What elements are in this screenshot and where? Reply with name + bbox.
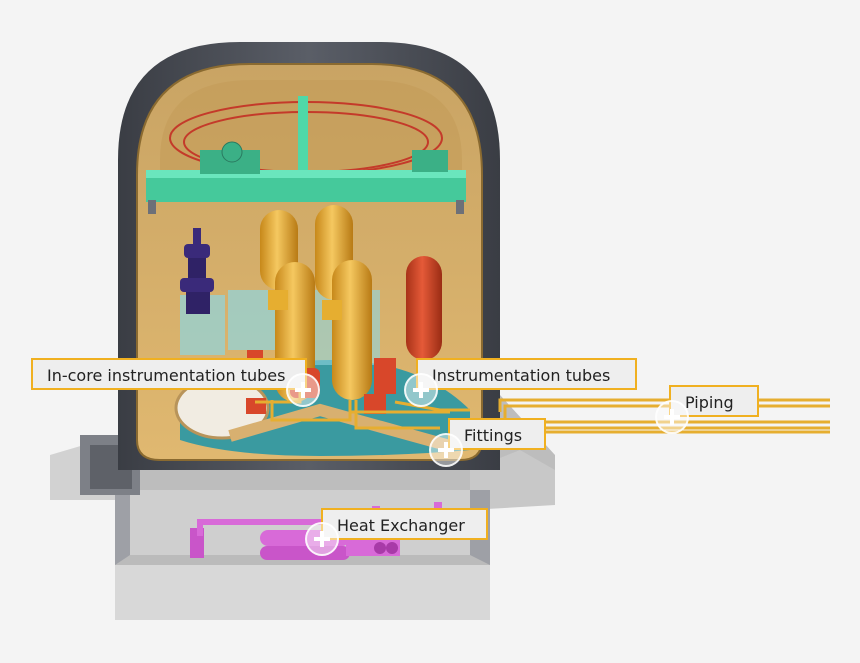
callout-instrumentation-tubes[interactable]: Instrumentation tubes <box>416 358 637 390</box>
callout-in-core-instrumentation-tubes[interactable]: In-core instrumentation tubes <box>31 358 307 390</box>
coolant-pump <box>180 228 214 314</box>
plus-icon[interactable] <box>655 400 689 434</box>
callout-heat-exchanger[interactable]: Heat Exchanger <box>321 508 488 540</box>
polar-crane <box>146 96 466 214</box>
plus-icon[interactable] <box>404 373 438 407</box>
plus-icon[interactable] <box>429 433 463 467</box>
callout-fittings[interactable]: Fittings <box>448 418 546 450</box>
pressurizer <box>406 256 442 360</box>
plus-icon[interactable] <box>286 373 320 407</box>
plus-icon[interactable] <box>305 522 339 556</box>
